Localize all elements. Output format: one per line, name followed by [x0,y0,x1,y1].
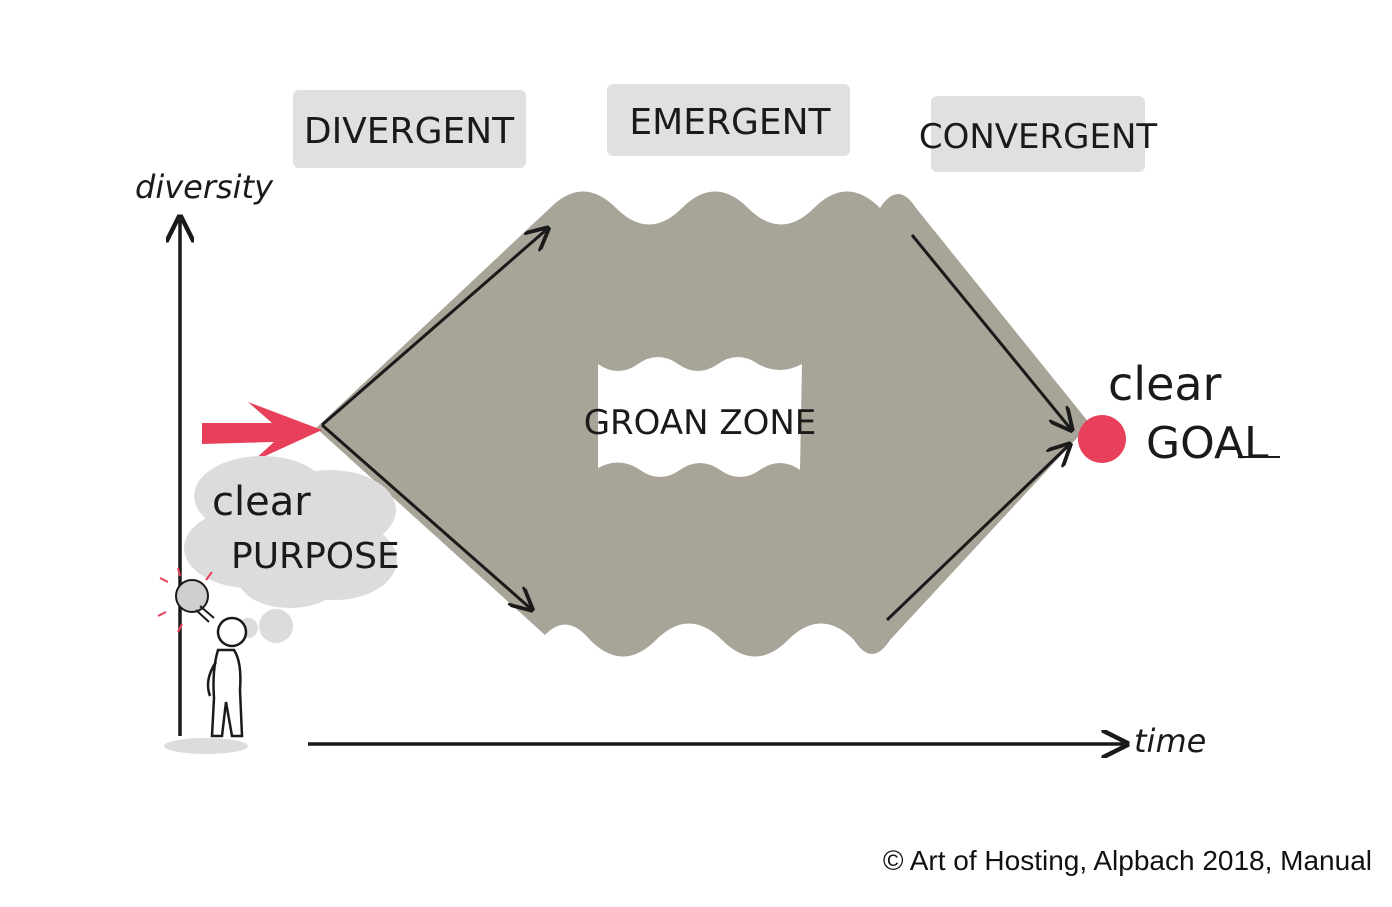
converge-up-arrow [885,446,1068,622]
goal-label-line1: clear [1108,357,1222,411]
groan-zone-label-box [598,357,802,477]
tag-divergent-bg [293,90,526,168]
goal-dot [1078,415,1126,463]
tag-emergent: EMERGENT [629,102,831,143]
diverge-down-arrow [321,423,530,608]
thought-cloud [184,456,397,643]
person-icon [164,616,248,754]
diverge-up-arrow [321,230,546,427]
start-arrow [202,402,322,462]
groan-zone-label: GROAN ZONE [584,403,817,443]
goal-label-line2: GOAL [1146,418,1269,469]
copyright-credit: © Art of Hosting, Alpbach 2018, Manual [882,845,1372,876]
x-axis-label: time [1134,722,1206,760]
tag-divergent: DIVERGENT [304,111,515,152]
y-axis-label: diversity [135,168,274,206]
converge-down-arrow [910,234,1070,428]
tag-convergent-bg [931,96,1145,172]
tag-convergent: CONVERGENT [919,117,1158,157]
tag-emergent-bg [607,84,850,156]
start-label-line1: clear [212,479,311,525]
lightbulb-icon [157,567,215,633]
start-label-line2: PURPOSE [231,536,400,577]
